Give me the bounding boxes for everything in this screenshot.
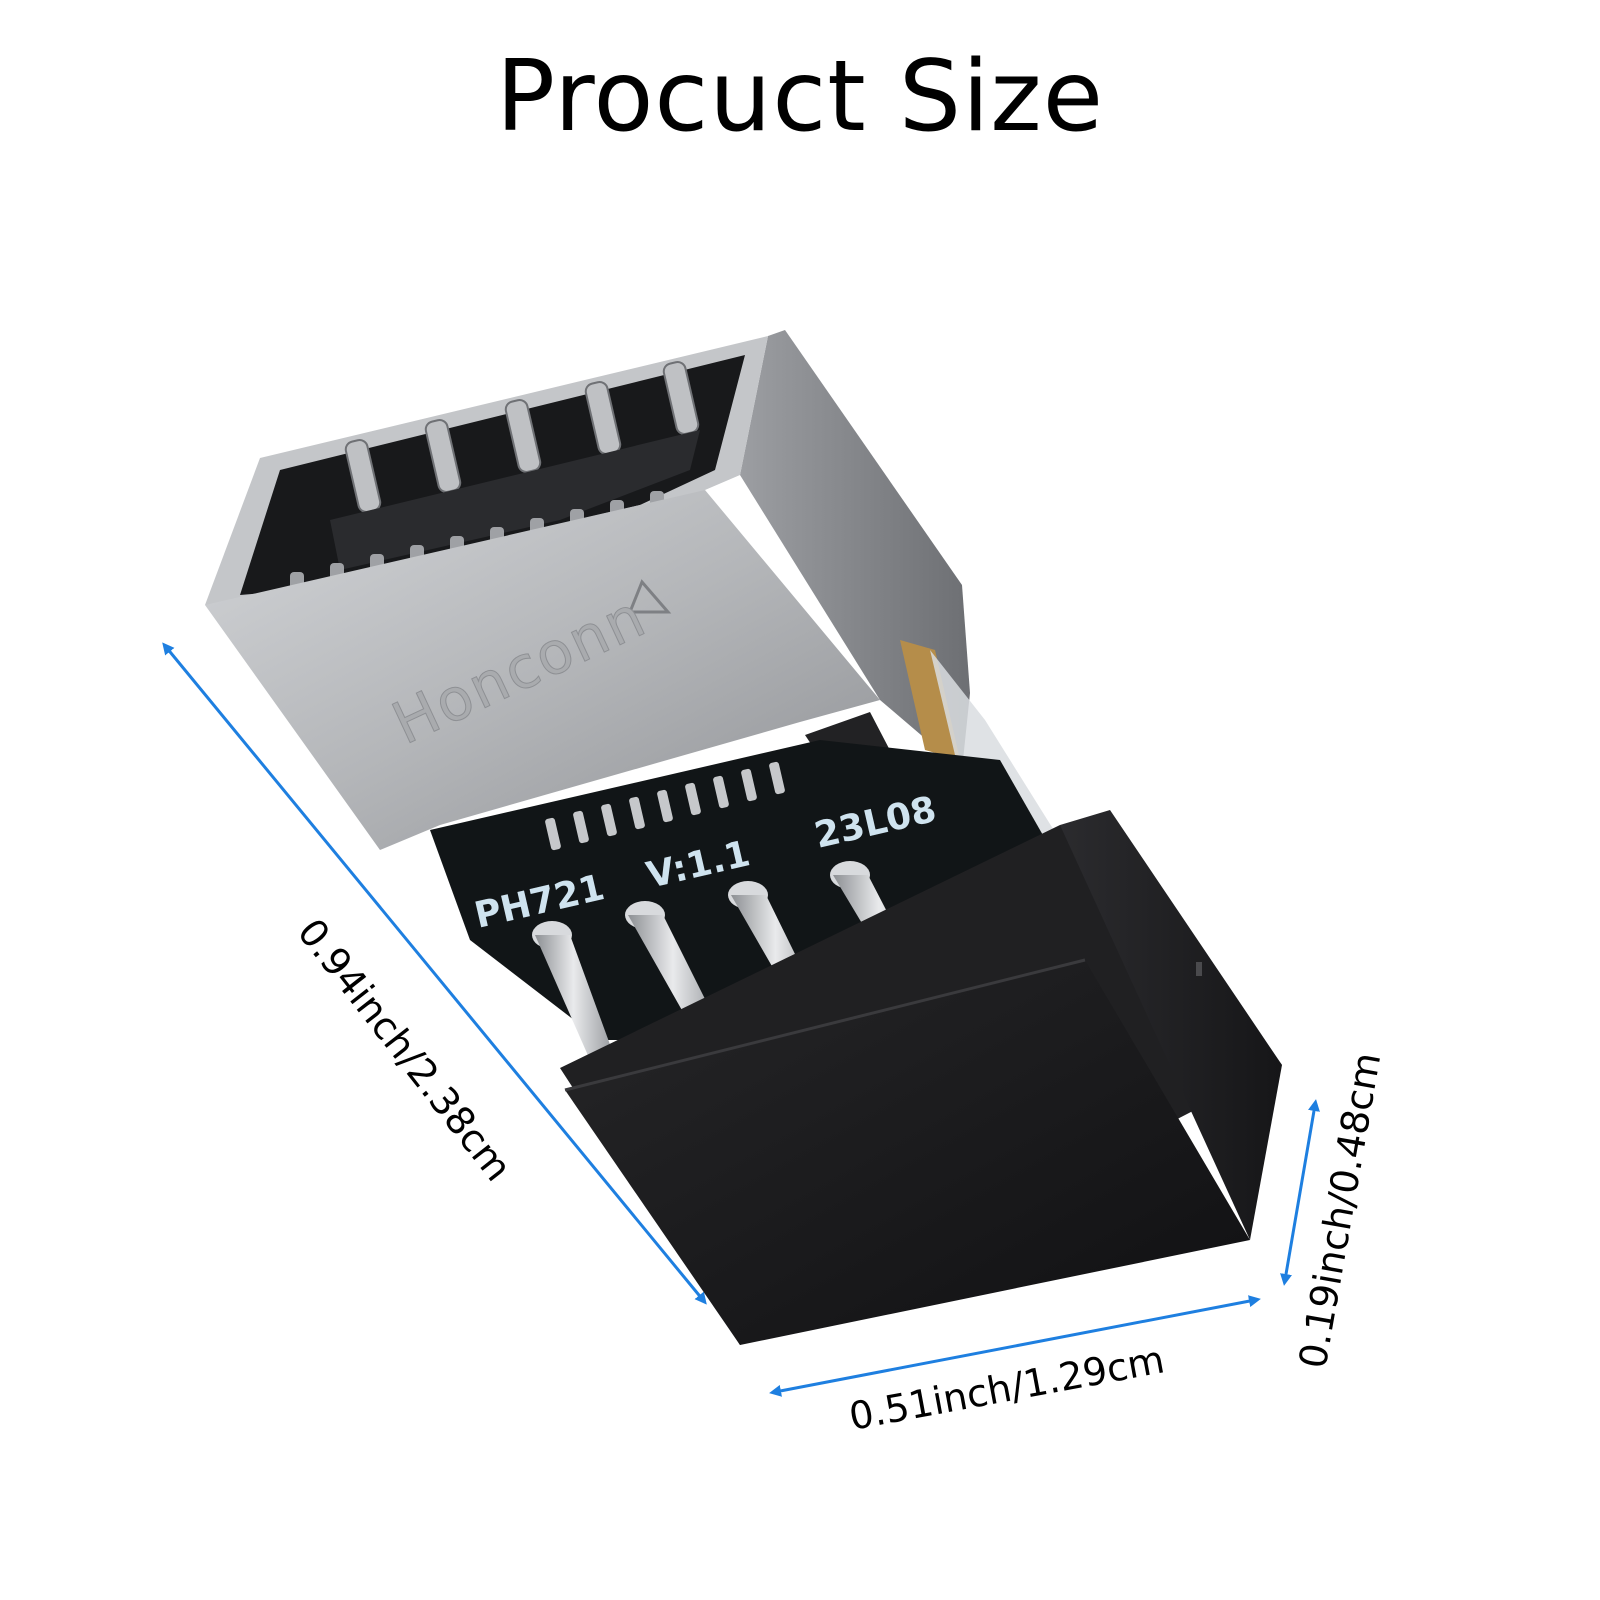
housing-mark — [1196, 962, 1202, 976]
shell-front — [205, 490, 880, 850]
page-title: Procuct Size — [495, 40, 1105, 154]
housing-top-edge — [564, 958, 1086, 1092]
height-label: 0.19inch/0.48cm — [1291, 1049, 1390, 1371]
width-label: 0.51inch/1.29cm — [846, 1337, 1168, 1438]
length-label: 0.94inch/2.38cm — [289, 910, 520, 1189]
width-arrow — [769, 1295, 1261, 1397]
triangle-mark-icon — [627, 579, 672, 614]
amber-tape — [900, 640, 960, 760]
height-arrow — [1280, 1099, 1320, 1286]
connector-product: Honconn PH721 V:1.1 23L08 — [205, 330, 1282, 1345]
shell-contacts — [344, 361, 700, 513]
housing-front — [565, 960, 1250, 1345]
pin — [532, 921, 612, 1060]
length-arrow — [162, 642, 707, 1305]
housing-side — [1060, 810, 1282, 1240]
shell-tongue — [330, 430, 700, 570]
height-dimension: 0.19inch/0.48cm — [1280, 1049, 1390, 1372]
pcb-teeth — [545, 761, 785, 851]
